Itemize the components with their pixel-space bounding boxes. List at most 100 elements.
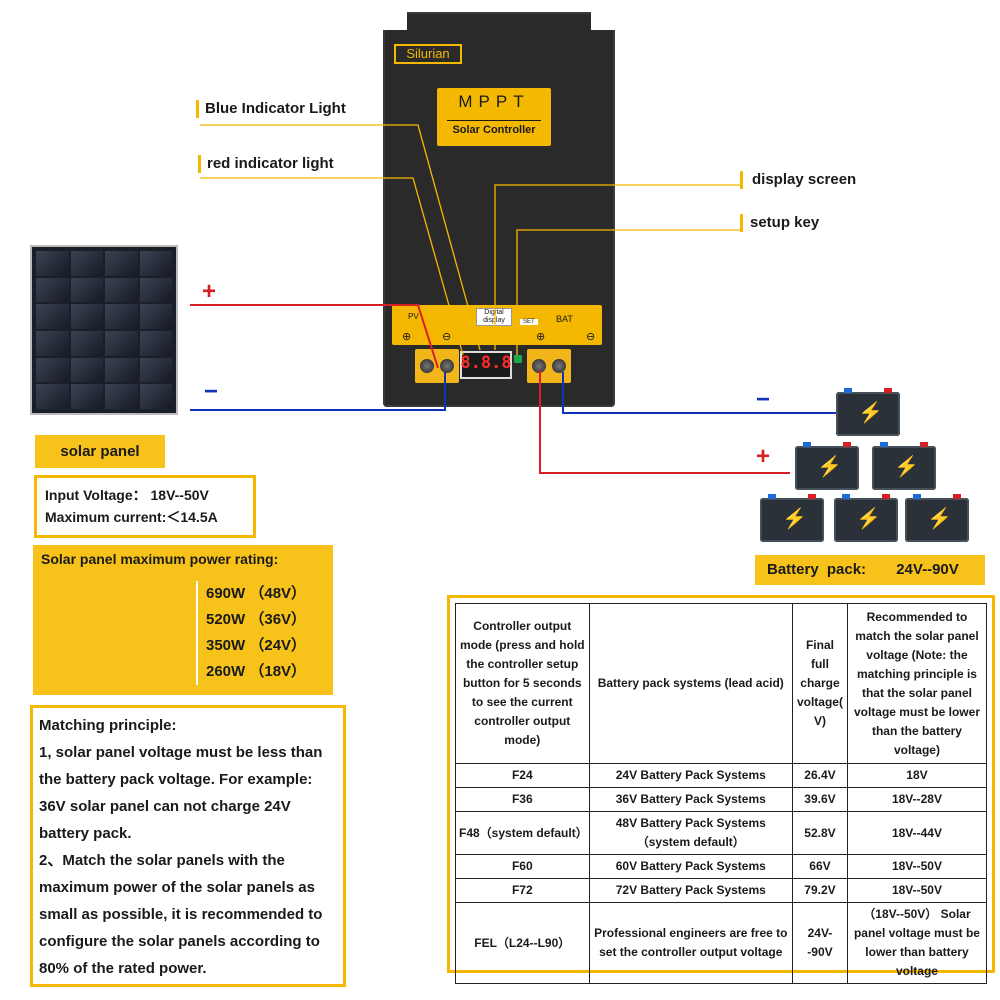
battery-negative-wire (562, 372, 836, 414)
table-row: F72 72V Battery Pack Systems 79.2V 18V--… (455, 878, 988, 903)
matching-point-1: 1, solar panel voltage must be less than… (39, 744, 323, 842)
blue-indicator-callout: Blue Indicator Light (205, 100, 346, 117)
table-cell: 39.6V (791, 787, 848, 812)
table-cell: （18V--50V） Solar panel voltage must be l… (846, 902, 988, 984)
display-screen (460, 351, 512, 379)
mppt-subtitle: Solar Controller (452, 124, 536, 136)
setup-key-callout: setup key (750, 214, 820, 231)
bat-label: BAT (556, 314, 573, 324)
power-rating-list: 690W （48V） 520W （36V） 350W （24V） 260W （1… (196, 581, 306, 685)
table-cell: 60V Battery Pack Systems (588, 854, 793, 879)
callout-marker (740, 214, 743, 232)
table-cell: F48（system default） (455, 811, 590, 855)
pv-negative-symbol: ⊖ (442, 331, 452, 343)
input-specs-box: Input Voltage： 18V--50V Maximum current:… (34, 475, 256, 538)
table-header-row: Controller output mode (press and hold t… (455, 603, 988, 764)
callout-marker (198, 155, 201, 173)
table-cell: 26.4V (791, 763, 848, 788)
solar-panel-image (30, 245, 178, 415)
bat-positive-symbol: ⊕ (536, 331, 546, 343)
table-cell: 79.2V (791, 878, 848, 903)
power-rating-title: Solar panel maximum power rating: (41, 551, 279, 567)
table-cell: 18V--50V (846, 854, 988, 879)
battery-plus-sign: + (756, 443, 771, 470)
power-rating-item: 690W （48V） (206, 585, 307, 602)
device-notch-left (383, 12, 407, 30)
mppt-title: MPPT (458, 92, 530, 111)
table-cell: F24 (455, 763, 590, 788)
solar-minus-sign: − (204, 378, 219, 405)
output-mode-table: Controller output mode (press and hold t… (455, 603, 988, 984)
table-row: F24 24V Battery Pack Systems 26.4V 18V (455, 763, 988, 788)
battery-pack-title: Battery pack: (767, 561, 867, 578)
table-cell: 18V--50V (846, 878, 988, 903)
pv-positive-symbol: ⊕ (402, 331, 412, 343)
terminal-screw-icon (440, 359, 454, 373)
matching-point-2: 2、Match the solar panels with the maximu… (39, 852, 323, 977)
battery-positive-wire (539, 370, 790, 474)
matching-principle-box: Matching principle: 1, solar panel volta… (30, 705, 346, 987)
table-cell: F36 (455, 787, 590, 812)
matching-title: Matching principle: (39, 717, 177, 734)
battery-icon: ⚡ (760, 494, 824, 542)
max-current: Maximum current:＜14.5A (45, 509, 218, 525)
table-header: Battery pack systems (lead acid) (588, 603, 793, 764)
callout-marker (740, 171, 743, 189)
table-cell: 48V Battery Pack Systems（system default） (588, 811, 793, 855)
power-rating-box: Solar panel maximum power rating: 690W （… (33, 545, 333, 695)
red-indicator-callout: red indicator light (207, 155, 334, 172)
mppt-plate (437, 88, 551, 146)
battery-pack-label: Battery pack: 24V--90V (755, 555, 985, 585)
terminal-screw-icon (420, 359, 434, 373)
setup-key-button[interactable] (514, 355, 522, 363)
solar-negative-wire (190, 372, 446, 411)
battery-icon: ⚡ (872, 442, 936, 490)
table-cell: 36V Battery Pack Systems (588, 787, 793, 812)
table-row: F36 36V Battery Pack Systems 39.6V 18V--… (455, 787, 988, 812)
blue-indicator-leader (200, 124, 481, 351)
table-row: FEL（L24--L90） Professional engineers are… (455, 902, 988, 984)
terminal-screw-icon (552, 359, 566, 373)
set-label: SET (520, 319, 538, 325)
brand-label: Silurian (394, 44, 462, 64)
table-cell: 72V Battery Pack Systems (588, 878, 793, 903)
output-mode-table-frame: Controller output mode (press and hold t… (447, 595, 995, 984)
table-cell: 18V--28V (846, 787, 988, 812)
table-cell: FEL（L24--L90） (455, 902, 590, 984)
battery-icon: ⚡ (795, 442, 859, 490)
power-rating-item: 520W （36V） (206, 611, 307, 628)
power-rating-item: 260W （18V） (206, 663, 307, 680)
device-notch-right (591, 12, 615, 30)
table-cell: 52.8V (791, 811, 848, 855)
red-indicator-leader (200, 177, 464, 356)
table-cell: 18V (846, 763, 988, 788)
table-cell: 24V Battery Pack Systems (588, 763, 793, 788)
table-cell: 18V--44V (846, 811, 988, 855)
digital-display-label: Digital display (476, 308, 512, 326)
battery-icon: ⚡ (836, 388, 900, 436)
callout-marker (196, 100, 199, 118)
table-cell: 66V (791, 854, 848, 879)
table-cell: 24V--90V (791, 902, 848, 984)
power-rating-item: 350W （24V） (206, 637, 307, 654)
bat-negative-symbol: ⊖ (586, 331, 596, 343)
pv-label: PV (408, 312, 419, 321)
table-header: Final full charge voltage( V) (791, 603, 848, 764)
display-screen-callout: display screen (752, 171, 857, 188)
table-row: F60 60V Battery Pack Systems 66V 18V--50… (455, 854, 988, 879)
table-cell: F72 (455, 878, 590, 903)
table-header: Controller output mode (press and hold t… (455, 603, 590, 764)
solar-positive-wire (190, 304, 439, 369)
table-cell: Professional engineers are free to set t… (588, 902, 793, 984)
plate-divider (447, 120, 541, 121)
solar-panel-label: solar panel (35, 435, 165, 468)
input-voltage: Input Voltage： 18V--50V (45, 487, 209, 503)
battery-minus-sign: − (756, 386, 771, 413)
display-screen-leader (494, 184, 740, 350)
battery-icon: ⚡ (834, 494, 898, 542)
battery-pack-range: 24V--90V (896, 561, 959, 578)
table-row: F48（system default） 48V Battery Pack Sys… (455, 811, 988, 855)
solar-plus-sign: + (202, 278, 217, 305)
battery-icon: ⚡ (905, 494, 969, 542)
